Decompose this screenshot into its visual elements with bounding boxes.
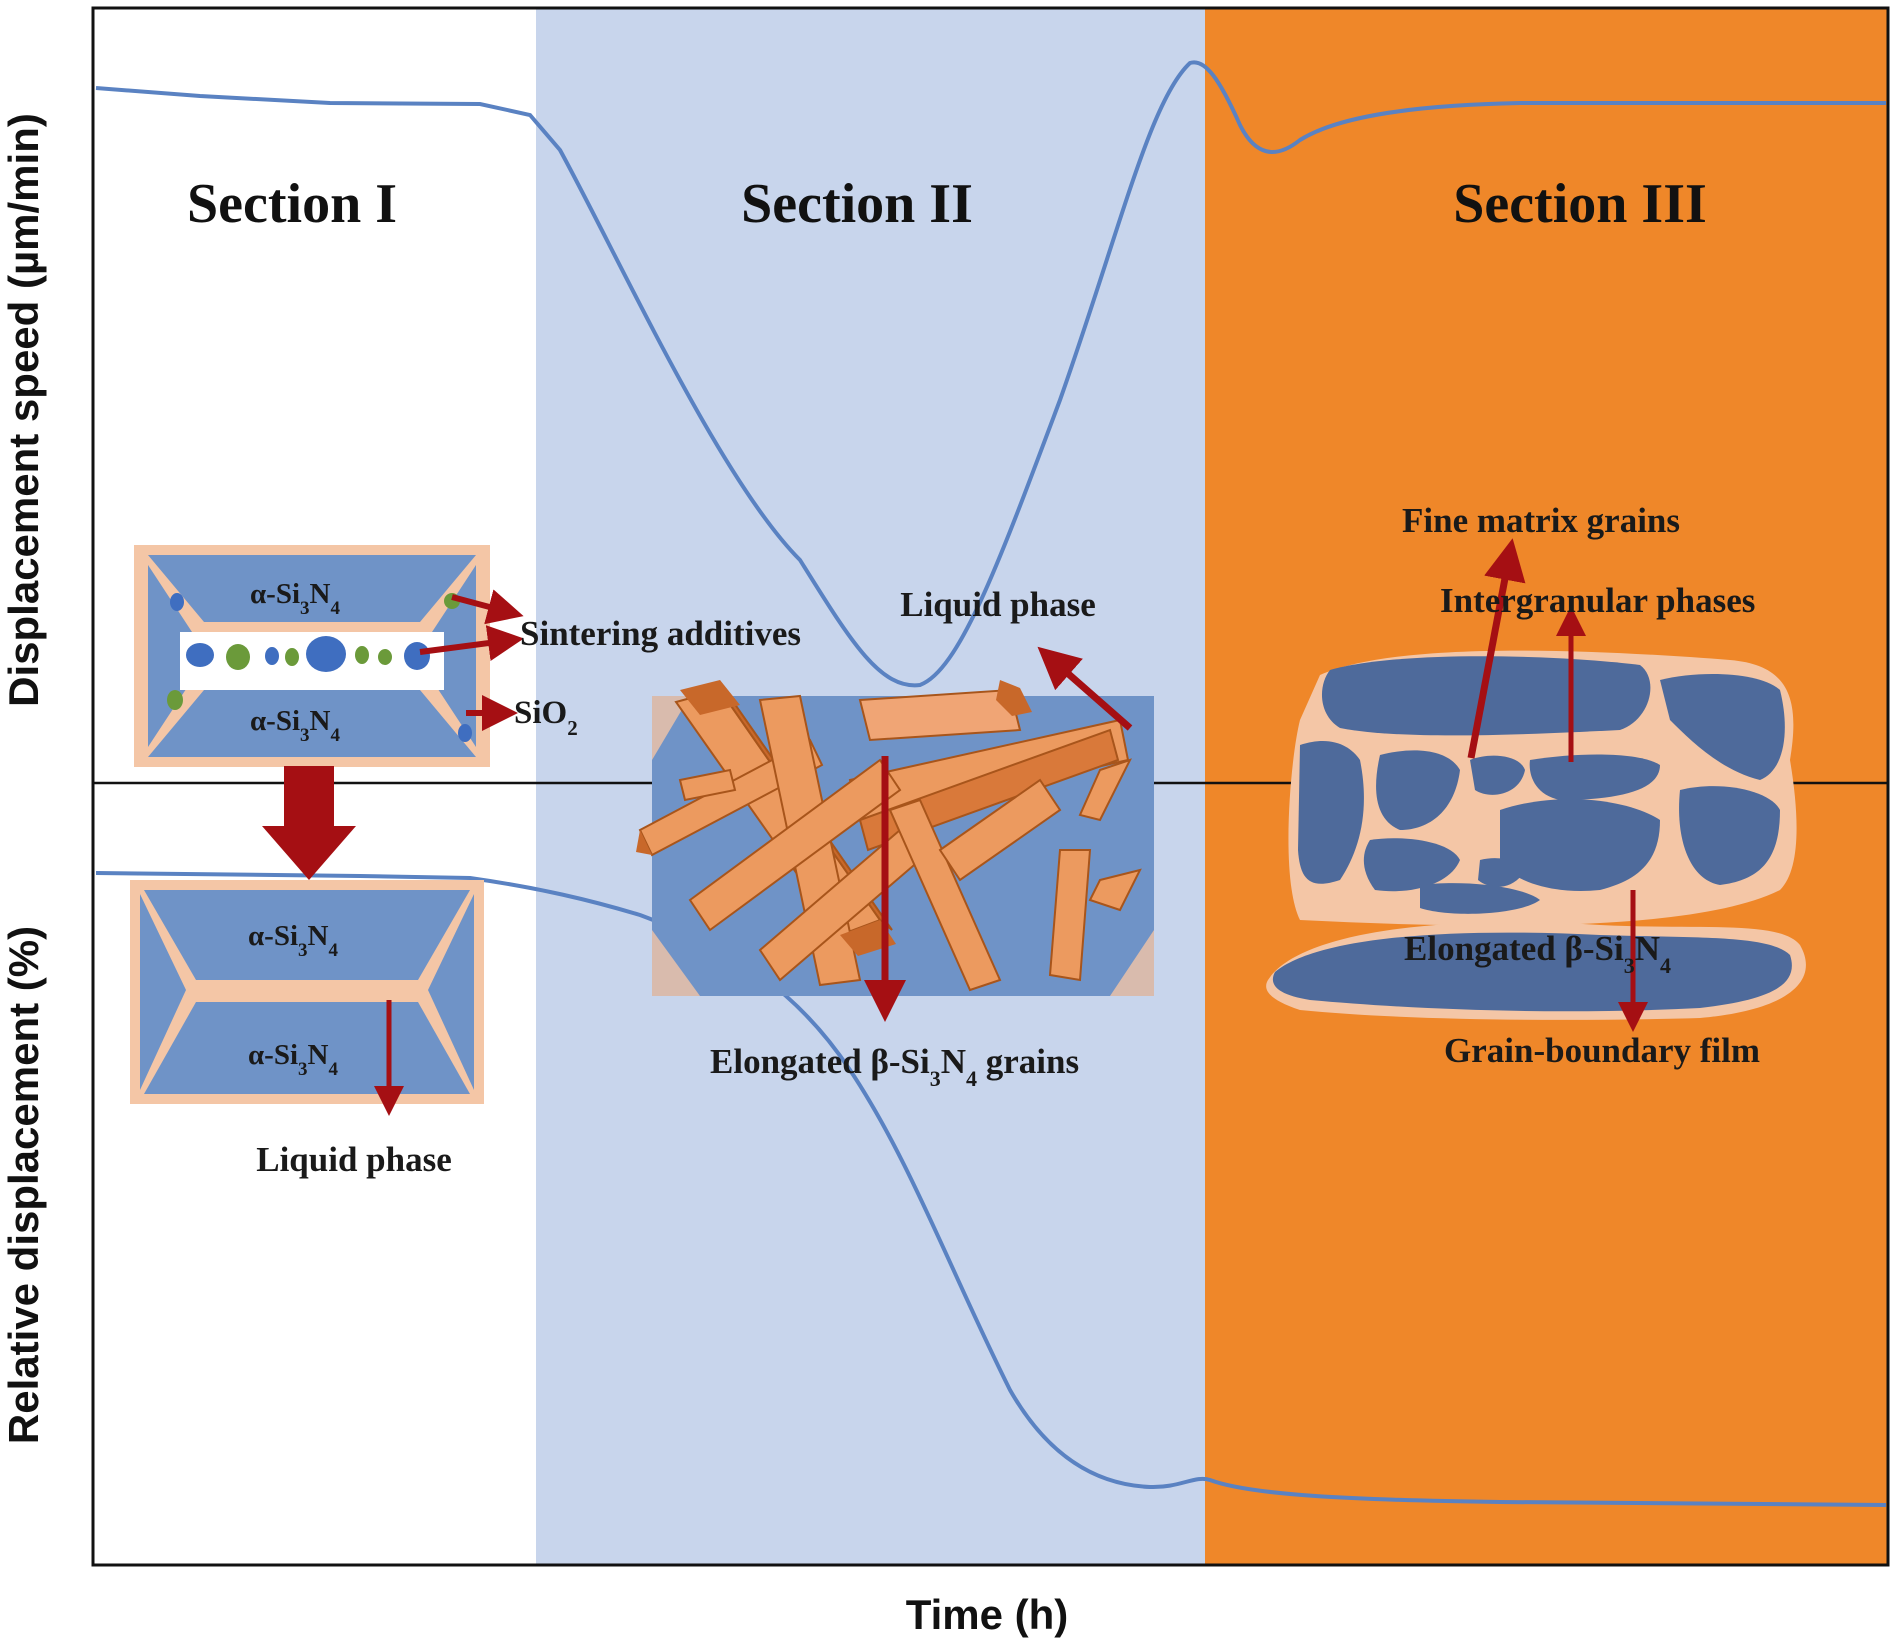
svg-text:Elongated β-Si3N4: Elongated β-Si3N4 [1404,929,1671,978]
grain-11 [1420,883,1540,914]
svg-text:α-Si3N4: α-Si3N4 [250,578,340,619]
arrow-to-sintering-additives-1 [451,589,524,625]
alpha-si3n4-label-1: α-Si3N4 [250,578,340,619]
elongated-grains-label: Elongated β-Si3N4 grains [710,1042,1079,1091]
section-3-microstructure-schematic [1266,650,1806,1020]
grain-boundary-label: Grain-boundary film [1444,1031,1760,1070]
grain-6 [1529,754,1660,800]
transition-down-arrow [262,766,356,880]
sio2-label: SiO2 [514,695,578,740]
elongated-beta-label: Elongated β-Si3N4 [1404,929,1671,978]
alpha-si3n4-label-4: α-Si3N4 [248,1039,338,1080]
fine-matrix-label: Fine matrix grains [1402,501,1680,540]
section-2-grain-schematic [636,680,1154,996]
svg-text:α-Si3N4: α-Si3N4 [250,705,340,746]
grain-2 [1660,674,1785,780]
section-1-title: Section I [187,173,397,235]
grain-9 [1500,799,1660,891]
section-3-title: Section III [1453,173,1707,235]
alpha-si3n4-label-2: α-Si3N4 [250,705,340,746]
grain-10 [1478,858,1522,887]
svg-text:α-Si3N4: α-Si3N4 [248,1039,338,1080]
alpha-si3n4-label-3: α-Si3N4 [248,920,338,961]
sintering-additives-label: Sintering additives [520,614,801,653]
svg-text:α-Si3N4: α-Si3N4 [248,920,338,961]
plot-frame [91,6,1890,1567]
grain-7 [1679,786,1780,885]
grain-4 [1376,750,1460,830]
svg-text:SiO2: SiO2 [514,695,578,740]
grain-3 [1298,740,1364,884]
y-axis-label-top: Displacement speed (µm/min) [0,113,47,707]
grain-5 [1470,755,1525,795]
liquid-phase-label-1: Liquid phase [256,1140,452,1179]
svg-text:Elongated β-Si3N4 grains: Elongated β-Si3N4 grains [710,1042,1079,1091]
x-axis-label: Time (h) [906,1591,1069,1638]
elongated-beta-grain [1272,932,1792,1012]
liquid-phase-label-2: Liquid phase [900,585,1096,624]
arrow-to-liquid-phase-2 [1037,646,1133,731]
arrow-to-fine-matrix [1467,538,1526,759]
grain-8 [1363,838,1460,892]
section-2-title: Section II [741,173,973,235]
y-axis-label-bottom: Relative displacement (%) [0,926,47,1444]
section-1-initial-schematic [134,545,490,767]
displacement-speed-curve [95,60,1886,688]
intergranular-label: Intergranular phases [1440,581,1755,620]
relative-displacement-curve [95,871,1887,1507]
arrow-to-sintering-additives-2 [419,625,524,661]
